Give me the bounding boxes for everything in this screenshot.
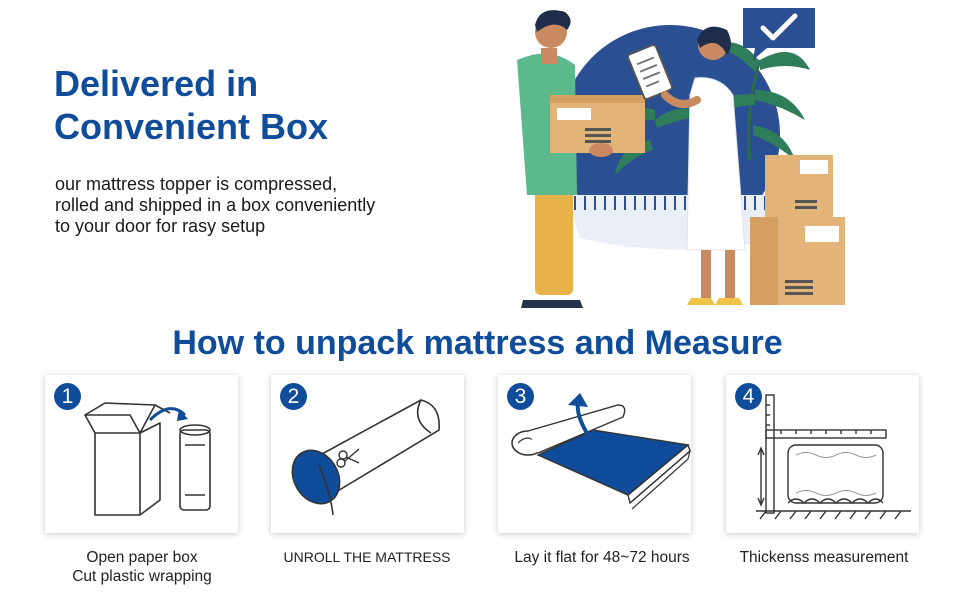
checkmark-speech-bubble-icon	[743, 8, 815, 60]
step-caption-1-line-1: Open paper box	[86, 549, 198, 566]
step-card-1: 1	[45, 375, 238, 533]
step-caption-3-line-1: Lay it flat for 48~72 hours	[514, 549, 690, 566]
step-number-2: 2	[280, 383, 307, 410]
step-card-2: 2	[271, 375, 464, 533]
delivery-illustration	[517, 8, 845, 308]
step-number-1: 1	[54, 383, 81, 410]
step-card-4: 4	[726, 375, 919, 533]
step-caption-1: Open paper box Cut plastic wrapping	[17, 548, 267, 586]
description-line-1: our mattress topper is compressed,	[55, 174, 338, 194]
headline-line-2: Convenient Box	[54, 106, 329, 147]
step-caption-3: Lay it flat for 48~72 hours	[477, 548, 727, 567]
unrolling-mattress-icon	[511, 393, 691, 510]
step-caption-2-line-1: UNROLL THE MATTRESS	[283, 549, 451, 565]
headline-line-1: Delivered in	[54, 63, 259, 104]
description-line-3: to your door for rasy setup	[55, 216, 266, 236]
box-and-roll-icon	[84, 402, 211, 516]
step-card-3: 3	[498, 375, 691, 533]
step-number-4: 4	[735, 383, 762, 410]
step-number-3: 3	[507, 383, 534, 410]
step-caption-1-line-2: Cut plastic wrapping	[72, 568, 212, 585]
rolled-mattress-scissors-icon	[291, 399, 440, 516]
step-caption-4: Thickenss measurement	[699, 548, 949, 567]
ruler-measurement-icon	[756, 394, 911, 520]
step-caption-2: UNROLL THE MATTRESS	[242, 548, 492, 567]
person-carrying-box-icon	[517, 10, 645, 308]
scissors-icon	[336, 448, 360, 468]
description-line-2: rolled and shipped in a box conveniently	[55, 195, 376, 215]
stacked-boxes-icon	[750, 155, 845, 305]
person-with-clipboard-icon	[627, 26, 746, 305]
step-caption-4-line-1: Thickenss measurement	[739, 549, 909, 566]
headline: Delivered in Convenient Box	[54, 62, 454, 148]
description: our mattress topper is compressed, rolle…	[55, 174, 455, 237]
section-title: How to unpack mattress and Measure	[172, 324, 783, 362]
